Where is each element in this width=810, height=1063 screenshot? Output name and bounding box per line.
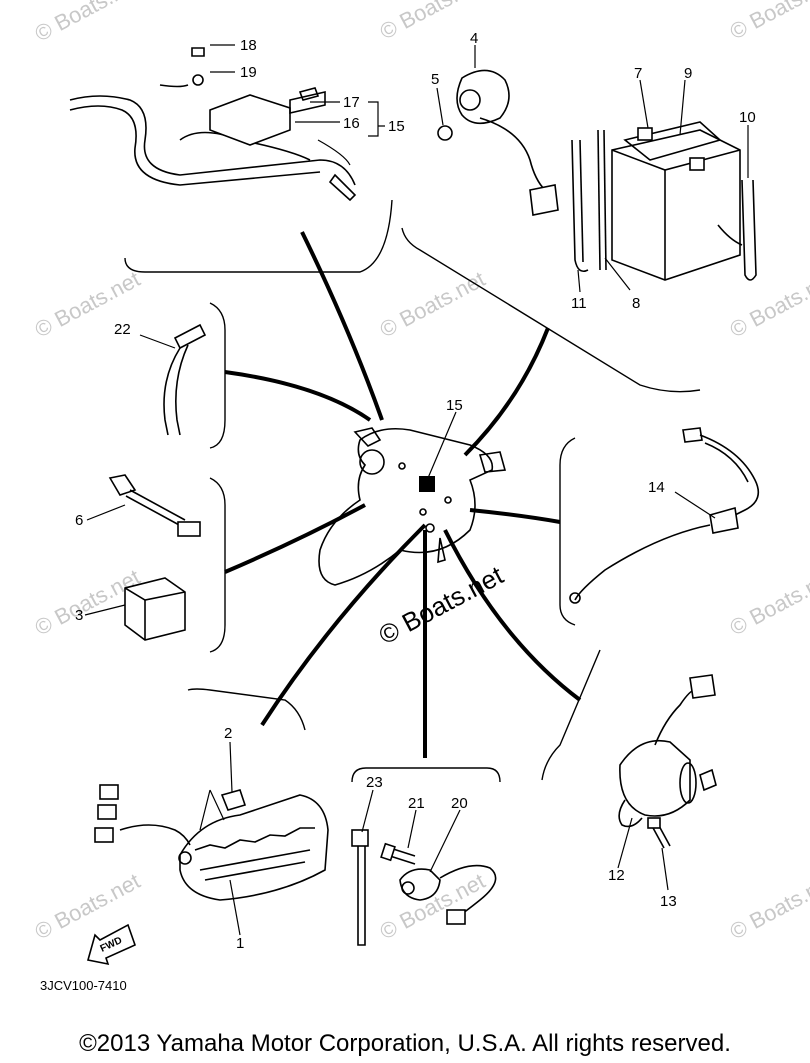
frame-left-upper bbox=[209, 302, 226, 449]
connector-left-upper bbox=[224, 370, 372, 422]
callout-9: 9 bbox=[684, 65, 692, 82]
watermark: © Boats.net bbox=[726, 266, 810, 342]
watermark: © Boats.net bbox=[726, 868, 810, 944]
relay-mount-marker bbox=[419, 476, 435, 492]
callout-16: 16 bbox=[343, 115, 360, 132]
frame-top-right bbox=[401, 227, 701, 393]
frame-bottom-left bbox=[187, 688, 306, 731]
connector-right bbox=[469, 508, 561, 524]
callout-1: 1 bbox=[236, 935, 244, 952]
callout-19: 19 bbox=[240, 64, 257, 81]
frame-left-lower bbox=[209, 477, 226, 653]
connector-top-left bbox=[300, 231, 384, 421]
part-screw-13 bbox=[647, 817, 671, 849]
callout-11: 11 bbox=[571, 295, 587, 312]
callout-17: 17 bbox=[343, 94, 360, 111]
callout-2: 2 bbox=[224, 725, 232, 742]
callout-12: 12 bbox=[608, 867, 625, 884]
callout-23: 23 bbox=[366, 774, 383, 791]
callout-13: 13 bbox=[660, 893, 677, 910]
callout-14: 14 bbox=[648, 479, 665, 496]
part-main-switch-4 bbox=[437, 69, 559, 216]
frame-top-left bbox=[124, 199, 393, 273]
watermark: © Boats.net bbox=[726, 564, 810, 640]
group-connectors bbox=[224, 231, 582, 758]
frame-bottom-center bbox=[351, 767, 501, 783]
part-wire-harness-15 bbox=[69, 47, 357, 202]
part-neutral-switch-22 bbox=[163, 323, 207, 436]
callout-20: 20 bbox=[451, 795, 468, 812]
callout-21: 21 bbox=[408, 795, 425, 812]
callout-5: 5 bbox=[431, 71, 439, 88]
part-battery-7 bbox=[611, 121, 741, 281]
diagram-code: 3JCV100-7410 bbox=[40, 978, 127, 993]
callout-labels: 18 19 17 16 15 4 5 7 9 10 11 8 22 15 6 3… bbox=[75, 30, 756, 952]
watermark: © Boats.net bbox=[31, 0, 145, 46]
part-battery-cables-8-10-11 bbox=[571, 129, 757, 281]
callout-15-center: 15 bbox=[446, 397, 463, 414]
part-screw-21 bbox=[380, 842, 416, 865]
chassis-frame bbox=[318, 427, 507, 586]
connector-bottom-left bbox=[260, 523, 427, 727]
part-rectifier-1 bbox=[94, 784, 329, 901]
callout-7: 7 bbox=[634, 65, 642, 82]
callout-18: 18 bbox=[240, 37, 257, 54]
connector-bottom-right bbox=[443, 529, 582, 702]
connector-top-right bbox=[463, 327, 550, 457]
part-cable-tie-23 bbox=[351, 829, 369, 946]
part-starter-switch-12 bbox=[618, 674, 717, 828]
part-lead-14 bbox=[569, 427, 760, 604]
callout-10: 10 bbox=[739, 109, 756, 126]
frame-bottom-right bbox=[541, 649, 601, 781]
leader-lines bbox=[84, 44, 749, 936]
part-brake-switch-20 bbox=[399, 864, 497, 925]
watermark: © Boats.net bbox=[376, 266, 490, 342]
part-relay-3 bbox=[124, 577, 186, 641]
callout-4: 4 bbox=[470, 30, 478, 47]
callout-8: 8 bbox=[632, 295, 640, 312]
fwd-arrow: FWD bbox=[86, 923, 136, 966]
frame-right bbox=[559, 437, 576, 626]
watermark: © Boats.net bbox=[726, 0, 810, 44]
callout-22: 22 bbox=[114, 321, 131, 338]
connector-left-lower bbox=[224, 503, 366, 574]
callout-3: 3 bbox=[75, 607, 83, 624]
callout-6: 6 bbox=[75, 512, 83, 529]
group-frames bbox=[124, 199, 701, 783]
copyright-notice: ©2013 Yamaha Motor Corporation, U.S.A. A… bbox=[79, 1030, 731, 1057]
part-wire-lead-6 bbox=[108, 474, 201, 537]
callout-15: 15 bbox=[388, 118, 405, 135]
